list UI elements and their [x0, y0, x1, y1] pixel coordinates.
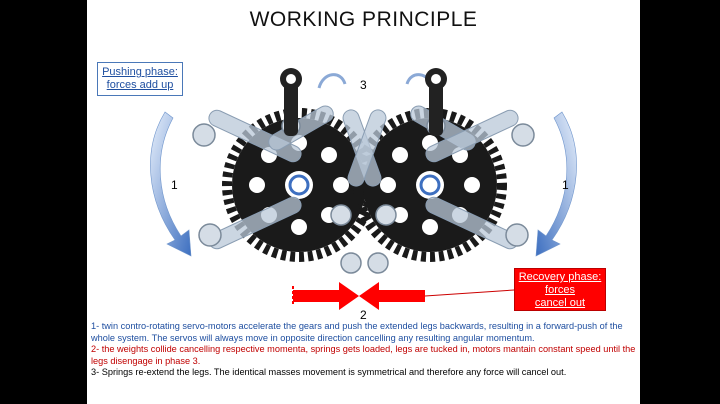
- recovery-callout-line1: Recovery phase:: [518, 271, 602, 283]
- explanation-notes: 1- twin contro-rotating servo-motors acc…: [91, 321, 639, 379]
- label-right-1: 1: [562, 178, 569, 192]
- push-callout-line2: forces add up: [106, 79, 174, 91]
- pushing-phase-callout: Pushing phase: forces add up: [97, 62, 183, 96]
- top-left-arc-icon: [317, 73, 347, 89]
- recovery-callout-line2: forces: [545, 284, 575, 296]
- recovery-phase-callout: Recovery phase: forces cancel out: [514, 268, 606, 311]
- note-phase-2: 2- the weights collide cancelling respec…: [91, 344, 636, 366]
- red-arrow-left: [359, 282, 425, 310]
- mechanism-diagram: [150, 68, 577, 310]
- label-bottom-2: 2: [360, 308, 367, 322]
- label-top-3: 3: [360, 78, 367, 92]
- push-callout-line1: Pushing phase:: [102, 66, 178, 78]
- callout-leader: [424, 289, 515, 297]
- label-left-1: 1: [171, 178, 178, 192]
- note-phase-3: 3- Springs re-extend the legs. The ident…: [91, 367, 567, 378]
- slide: WORKING PRINCIPLE: [87, 0, 640, 404]
- left-servo-arm: [280, 68, 302, 136]
- legs: [208, 105, 519, 250]
- slide-title: WORKING PRINCIPLE: [249, 8, 478, 31]
- right-rotation-arrow: [535, 111, 577, 257]
- note-phase-1: 1- twin contro-rotating servo-motors acc…: [91, 321, 623, 343]
- left-rotation-arrow: [150, 111, 192, 257]
- red-arrow-right: [293, 282, 359, 310]
- right-servo-arm: [425, 68, 447, 136]
- recovery-callout-line3: cancel out: [534, 297, 586, 309]
